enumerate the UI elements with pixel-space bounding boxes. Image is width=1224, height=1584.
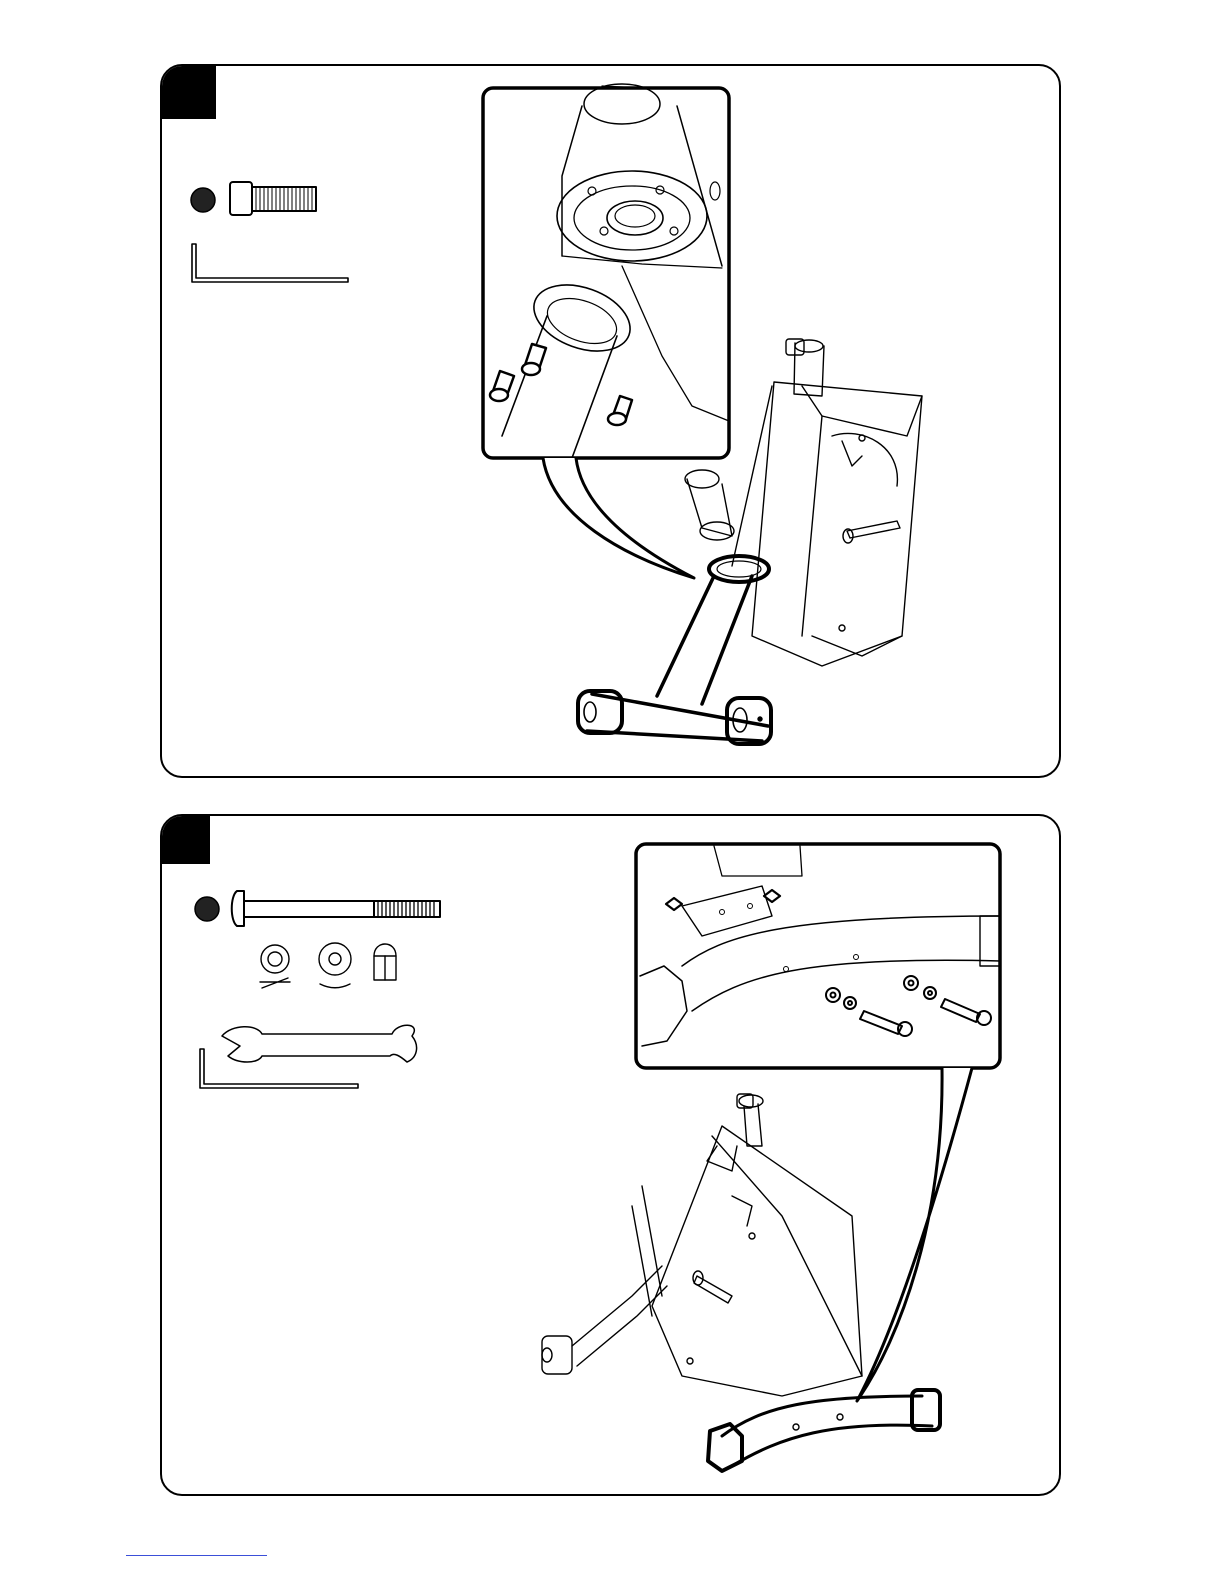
footer-link-underline[interactable] <box>126 1555 267 1556</box>
assembly-illustration-step-1 <box>162 66 1059 776</box>
part-bolt-icon <box>191 182 316 215</box>
curved-washer-icon <box>319 943 351 988</box>
assembly-illustration-step-2 <box>162 816 1059 1494</box>
open-end-wrench-icon <box>222 1025 417 1062</box>
bike-frame-step-2 <box>542 1094 940 1471</box>
step-panel-2 <box>160 814 1061 1496</box>
spring-washer-icon <box>260 945 290 988</box>
allen-key-icon <box>200 1049 358 1088</box>
part-bolt-icon <box>195 891 440 926</box>
step-panel-1 <box>160 64 1061 778</box>
allen-key-icon <box>192 244 348 282</box>
detail-inset <box>636 844 1000 1068</box>
detail-inset <box>483 84 729 458</box>
acorn-nut-icon <box>374 944 396 980</box>
